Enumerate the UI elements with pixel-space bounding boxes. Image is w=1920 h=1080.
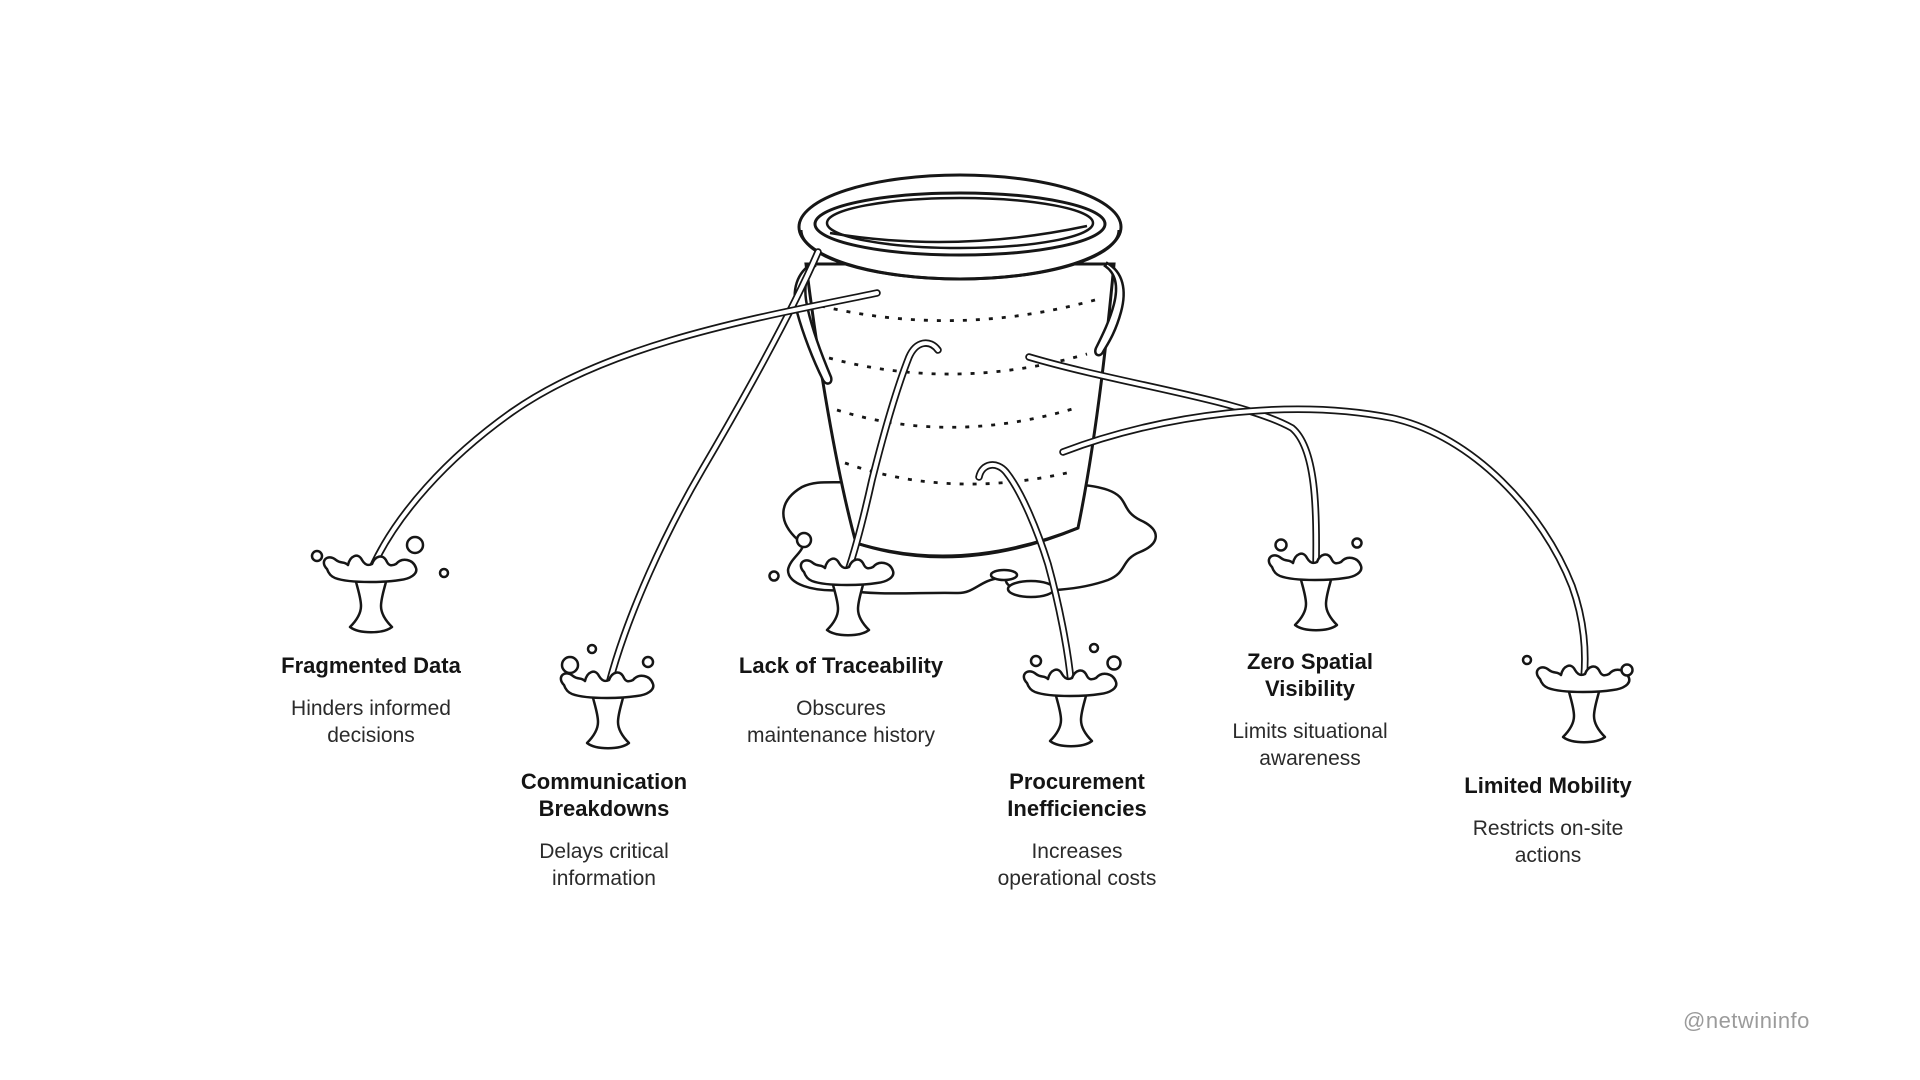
leak-subtitle: Limits situational awareness xyxy=(1232,720,1388,770)
handle-right xyxy=(1094,261,1125,357)
leak-subtitle: Delays critical information xyxy=(539,840,669,890)
leak-title: Zero Spatial Visibility xyxy=(1247,649,1373,701)
leak-title: Communication Breakdowns xyxy=(520,769,688,821)
watermark-handle: @netwininfo xyxy=(1683,1008,1810,1033)
leak-stream-5 xyxy=(1025,353,1320,570)
leak-label-communication-breakdowns: Communication Breakdowns Delays critical… xyxy=(474,768,734,892)
leak-label-fragmented-data: Fragmented Data Hinders informed decisio… xyxy=(241,652,501,749)
water-splash-icon xyxy=(1022,642,1122,748)
leak-title: Procurement Inefficiencies xyxy=(1007,769,1147,821)
leak-streams xyxy=(368,248,1589,688)
water-splash-icon xyxy=(310,535,450,634)
bucket-icon xyxy=(793,173,1125,559)
water-splash-icon xyxy=(1521,654,1634,744)
leak-label-zero-spatial-visibility: Zero Spatial Visibility Limits situation… xyxy=(1180,648,1440,772)
leak-subtitle: Hinders informed decisions xyxy=(291,697,451,747)
water-splashes xyxy=(310,531,1634,750)
water-splash-icon xyxy=(1267,537,1363,632)
leak-label-procurement-inefficiencies: Procurement Inefficiencies Increases ope… xyxy=(947,768,1207,892)
leak-title: Lack of Traceability xyxy=(738,653,944,678)
leak-stream-4 xyxy=(975,461,1075,686)
water-splash-icon xyxy=(559,643,655,750)
leak-title: Fragmented Data xyxy=(281,653,461,678)
puddle-ripple xyxy=(1006,579,1056,599)
leak-title: Limited Mobility xyxy=(1464,773,1632,798)
leak-stream-6 xyxy=(1059,405,1589,682)
puddle-ripple xyxy=(989,568,1019,582)
leak-subtitle: Increases operational costs xyxy=(997,840,1157,890)
leak-stream-2 xyxy=(605,248,822,688)
leak-stream-3 xyxy=(844,339,942,575)
leak-label-lack-of-traceability: Lack of Traceability Obscures maintenanc… xyxy=(711,652,971,749)
leak-stream-1 xyxy=(368,289,881,572)
leak-label-limited-mobility: Limited Mobility Restricts on-site actio… xyxy=(1418,772,1678,869)
water-splash-icon xyxy=(768,531,895,637)
leak-subtitle: Obscures maintenance history xyxy=(747,697,935,747)
water-surface xyxy=(829,224,1088,244)
leak-subtitle: Restricts on-site actions xyxy=(1472,817,1624,867)
